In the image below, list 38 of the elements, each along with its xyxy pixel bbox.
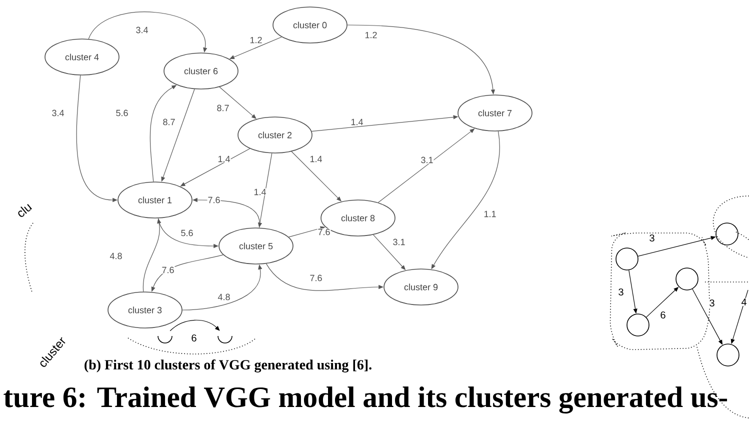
circle-node <box>716 222 738 246</box>
edge-label: 3.1 <box>420 156 434 164</box>
edge-label: 4.8 <box>217 293 231 301</box>
edge-label: 1.2 <box>249 36 263 44</box>
arrow <box>291 151 342 202</box>
figure-caption: ture 6: Trained VGG model and its clusters generated us- <box>4 386 728 414</box>
edge-label: 5.6 <box>115 109 129 117</box>
edge-label: 1.2 <box>364 31 378 39</box>
edge-label: 7.6 <box>161 266 175 274</box>
edge-label: 4.8 <box>109 252 123 260</box>
edge-label: 6 <box>190 334 198 342</box>
circle-node <box>616 248 638 270</box>
edge-label: 8.7 <box>216 104 230 112</box>
circle-node <box>716 344 740 366</box>
edge-label: 5.6 <box>180 229 194 237</box>
edge-label: 1.4 <box>309 155 323 163</box>
edge-label: 1.4 <box>217 155 231 163</box>
edge-label: 7.6 <box>309 274 323 282</box>
edge-label: 1.4 <box>253 188 267 196</box>
arrow <box>170 320 220 332</box>
edge-label: 3.4 <box>51 109 65 117</box>
edge-label: 1.4 <box>350 118 364 126</box>
edge-label: 8.7 <box>162 118 176 126</box>
edge-label: 4 <box>740 298 748 306</box>
edge-label: 3 <box>648 234 656 242</box>
rotated-label: clu <box>18 204 32 217</box>
arrow <box>219 86 256 119</box>
edge-label: 1.1 <box>483 210 497 218</box>
edge-label: 6 <box>660 310 666 320</box>
edge-label: 3.4 <box>135 26 149 34</box>
caption: (b) First 10 clusters of VGG generated using [6]. <box>84 360 372 372</box>
edge-label: 7.6 <box>207 196 221 204</box>
circle-node <box>676 268 698 290</box>
circle-node <box>626 314 650 336</box>
edge-label: 3 <box>618 288 624 296</box>
edge-label: 3 <box>708 298 716 308</box>
edge-label: 7.6 <box>317 228 331 236</box>
edge-label: 3.1 <box>392 238 406 246</box>
